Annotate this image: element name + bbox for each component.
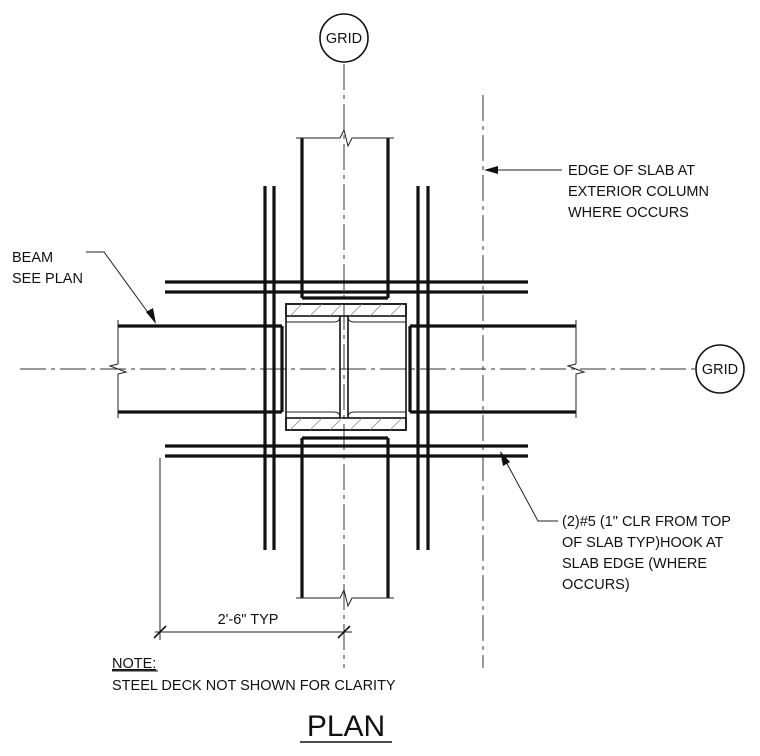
beam-bottom [296, 436, 394, 608]
edge-of-slab-line-3: WHERE OCCURS [568, 205, 689, 221]
rebar-vertical-left [263, 186, 276, 550]
edge-of-slab-leader [484, 166, 562, 174]
steel-column [285, 303, 407, 431]
rebar-note-line-2: OF SLAB TYP)HOOK AT [562, 535, 724, 551]
rebar-leader [500, 451, 558, 522]
rebar-horizontal-top [165, 280, 528, 294]
beam-leader [86, 251, 156, 324]
grid-bubble-top: GRID [319, 13, 369, 63]
grid-label-top: GRID [326, 31, 362, 47]
beam-note-line-2: SEE PLAN [12, 271, 83, 287]
grid-bubble-right: GRID [695, 344, 745, 394]
beam-right [408, 320, 586, 418]
dimension-label: 2'-6" TYP [218, 612, 279, 628]
beam-left [108, 320, 284, 418]
drawing-title: PLAN [307, 710, 385, 743]
rebar-horizontal-bottom [165, 444, 528, 458]
rebar-vertical-right [416, 186, 430, 550]
note-text: STEEL DECK NOT SHOWN FOR CLARITY [112, 678, 396, 694]
rebar-note-line-1: (2)#5 (1" CLR FROM TOP [562, 514, 731, 530]
note-heading: NOTE: [112, 656, 156, 672]
beam-top [296, 128, 394, 300]
edge-of-slab-line-2: EXTERIOR COLUMN [568, 184, 709, 200]
beam-note-line-1: BEAM [12, 250, 53, 266]
edge-of-slab-line-1: EDGE OF SLAB AT [568, 163, 695, 179]
grid-label-right: GRID [702, 362, 738, 378]
rebar-note-line-4: OCCURS) [562, 577, 630, 593]
dimension-line [153, 458, 352, 640]
rebar-note-line-3: SLAB EDGE (WHERE [562, 556, 707, 572]
